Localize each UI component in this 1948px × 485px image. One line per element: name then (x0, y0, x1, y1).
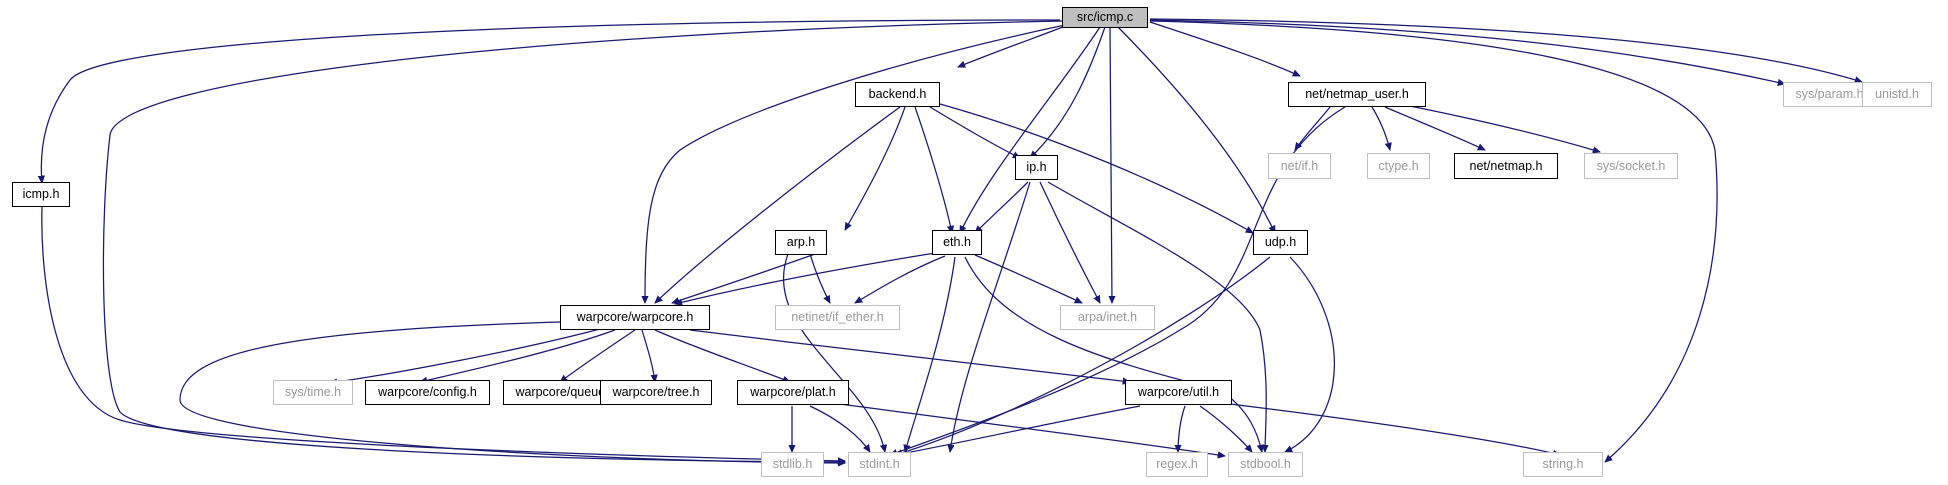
edge-arp-h-to-warpcore-h (672, 253, 816, 303)
edge-icmp-c-to-sys-param-h (1149, 19, 1785, 84)
node-icmp-h[interactable]: icmp.h (12, 182, 70, 207)
edge-icmp-c-to-icmp-h (41, 19, 1061, 183)
edge-ip-h-to-stdint-h (950, 181, 1031, 452)
edge-warpcore-h-to-util-h (689, 329, 1130, 382)
edge-eth-h-to-stdint-h (905, 256, 956, 452)
node-regex-h: regex.h (1146, 452, 1208, 477)
node-udp-h[interactable]: udp.h (1253, 230, 1308, 255)
node-netinet-if-ether-h: netinet/if_ether.h (775, 305, 900, 330)
node-warpcore-warpcore-h[interactable]: warpcore/warpcore.h (560, 305, 710, 330)
node-stdbool-h: stdbool.h (1228, 452, 1303, 477)
edge-util-h-to-stdint-h (895, 405, 1141, 455)
edge-backend-h-to-arp-h (844, 106, 906, 230)
node-arpa-inet-h: arpa/inet.h (1060, 305, 1155, 330)
edge-arp-h-to-stdint-h (782, 253, 885, 452)
edge-plat-h-to-stdint-h (809, 405, 870, 452)
edge-warpcore-h-to-queue-h (560, 329, 636, 382)
edge-udp-h-to-stdbool-h (1285, 256, 1335, 453)
edge-ip-h-to-arpa-inet-h (1039, 181, 1101, 303)
edge-icmp-c-to-string-h (1149, 20, 1718, 462)
edge-warpcore-h-to-tree-h (641, 329, 655, 382)
edge-netmap-user-to-ctype-h (1371, 106, 1390, 150)
edge-backend-h-to-warpcore-h (655, 106, 901, 303)
node-stdlib-h: stdlib.h (761, 452, 824, 477)
edge-arp-h-to-netinet-if-ether-h (809, 253, 831, 303)
edge-icmp-c-to-warpcore-h (645, 24, 1066, 303)
edge-util-h-to-string-h (1229, 403, 1560, 455)
edge-eth-h-to-netinet-if-ether-h (855, 255, 946, 304)
edge-icmp-c-to-unistd-h (1149, 18, 1862, 82)
node-stdint-h: stdint.h (848, 452, 911, 477)
node-warpcore-tree-h[interactable]: warpcore/tree.h (600, 380, 712, 405)
edge-netmap-user-to-net-netmap-h (1384, 106, 1485, 151)
edge-icmp-c-to-stdint-h (102, 20, 1063, 462)
edge-eth-h-to-warpcore-h (675, 252, 936, 304)
node-sys-socket-h: sys/socket.h (1584, 153, 1678, 179)
node-warpcore-plat-h[interactable]: warpcore/plat.h (737, 380, 849, 405)
node-net-netmap-user-h[interactable]: net/netmap_user.h (1288, 82, 1426, 107)
node-arp-h[interactable]: arp.h (775, 230, 827, 255)
node-warpcore-util-h[interactable]: warpcore/util.h (1125, 380, 1232, 405)
edge-icmp-h-to-stdint-h (41, 206, 845, 461)
edge-eth-h-to-arpa-inet-h (974, 254, 1082, 304)
node-warpcore-config-h[interactable]: warpcore/config.h (365, 380, 490, 405)
node-net-if-h: net/if.h (1268, 153, 1331, 179)
node-backend-h[interactable]: backend.h (855, 82, 940, 107)
edge-backend-h-to-ip-h (929, 106, 1020, 159)
edge-netmap-user-to-net-if-h (1295, 106, 1331, 150)
node-sys-param-h: sys/param.h (1783, 82, 1876, 107)
edge-icmp-c-to-arpa-inet-h (1110, 26, 1112, 303)
edge-icmp-c-to-netmap-user-h (1149, 21, 1300, 77)
edge-backend-h-to-eth-h (914, 106, 952, 233)
node-ctype-h: ctype.h (1367, 153, 1430, 179)
edge-ip-h-to-stdbool-h (1047, 181, 1266, 452)
edge-util-h-to-stdbool-h (1199, 405, 1252, 452)
node-net-netmap-h[interactable]: net/netmap.h (1454, 153, 1558, 179)
node-unistd-h: unistd.h (1862, 82, 1932, 107)
edge-warpcore-h-to-stdint-h (179, 321, 845, 463)
edge-netmap-user-to-sys-socket-h (1399, 103, 1600, 152)
edge-backend-h-to-udp-h (939, 103, 1253, 234)
edge-warpcore-h-to-sys-time-h (330, 328, 601, 383)
edge-ip-h-to-eth-h (975, 181, 1029, 233)
edge-warpcore-h-to-plat-h (654, 329, 790, 382)
node-ip-h[interactable]: ip.h (1015, 155, 1058, 180)
edge-icmp-c-to-eth-h (959, 26, 1101, 233)
edge-icmp-c-to-ip-h (1030, 26, 1106, 158)
node-eth-h[interactable]: eth.h (932, 230, 982, 255)
edge-udp-h-to-stdint-h (895, 256, 1271, 455)
node-sys-time-h: sys/time.h (273, 380, 353, 405)
edge-icmp-c-to-udp-h (1117, 26, 1276, 233)
node-src-icmp-c[interactable]: src/icmp.c (1062, 7, 1148, 28)
edge-warpcore-h-to-config-h (420, 329, 616, 382)
edge-util-h-to-regex-h (1178, 405, 1186, 452)
edge-eth-h-to-stdbool-h (964, 256, 1262, 452)
edge-icmp-c-to-backend-h (958, 24, 1069, 67)
node-string-h: string.h (1523, 452, 1603, 477)
